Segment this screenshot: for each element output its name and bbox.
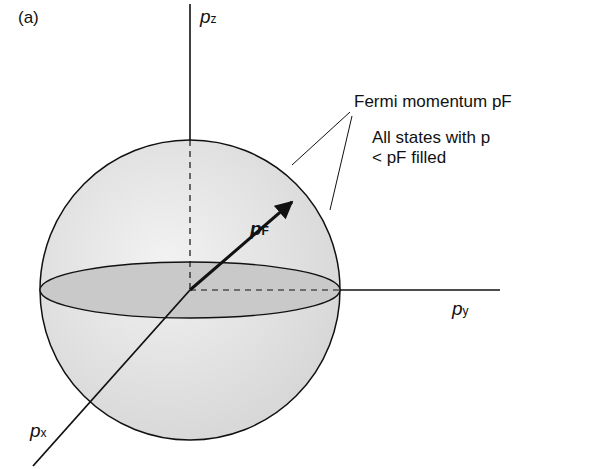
axis-label: py (452, 298, 469, 321)
py-axis (340, 289, 500, 291)
callout-label: Fermi momentum pF (354, 92, 512, 112)
px-axis (33, 290, 190, 466)
py-axis-hidden (190, 289, 340, 290)
pz-axis-hidden (189, 140, 190, 290)
pz-axis (189, 4, 191, 140)
axis-label: px (30, 420, 47, 443)
callout-note: All states with p < pF filled (372, 128, 502, 169)
vector-label: pF (250, 218, 269, 241)
leader-line (292, 112, 350, 165)
fermi-sphere (40, 140, 340, 440)
fermi-momentum-arrow (190, 202, 292, 290)
axis-label: pz (200, 6, 217, 29)
panel-label: (a) (18, 8, 39, 28)
leader-line (330, 116, 352, 210)
